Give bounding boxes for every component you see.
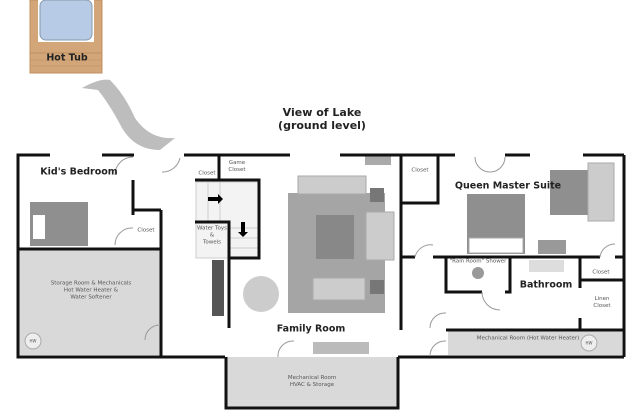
hot-tub-graphic: [29, 0, 103, 74]
hw-left-label: HW: [29, 338, 37, 344]
bath-closet-label: Closet: [592, 269, 610, 276]
master-closet-label: Closet: [411, 167, 429, 174]
hw-right-label: HW: [585, 340, 593, 346]
family-room-label: Family Room: [276, 323, 346, 335]
arrow-right-icon: [208, 194, 223, 204]
shuffleboard: [212, 260, 224, 316]
furniture: [30, 155, 615, 354]
arrow-down-icon: [238, 222, 248, 237]
kids-bedroom-label: Kid's Bedroom: [40, 166, 118, 178]
tv: [365, 155, 391, 165]
walls: [16, 153, 626, 410]
sofa-right: [365, 211, 395, 261]
sink: [529, 260, 564, 272]
end-table: [370, 188, 384, 202]
storage-room-fill: [19, 250, 160, 355]
rain-shower-label: "Rain Room" Shower: [449, 258, 507, 265]
bed-2: [550, 170, 592, 215]
hot-tub-label: Hot Tub: [46, 52, 88, 64]
stairs-step: [313, 342, 369, 354]
dresser: [538, 240, 566, 254]
walkway-path: [82, 79, 175, 150]
kids-closet-label: Closet: [137, 227, 155, 234]
view-title-line2: (ground level): [278, 119, 366, 132]
mechanical-room-right-label: Mechanical Room (Hot Water Heater): [476, 335, 580, 342]
mechanical-room-fill: [227, 357, 397, 407]
water-heater-right: [580, 334, 598, 352]
water-heater-left: [24, 332, 42, 350]
end-table: [370, 280, 384, 294]
bathroom-label: Bathroom: [519, 279, 573, 291]
water-toys-label: Water Toys&Towels: [197, 225, 227, 246]
sofa-top: [297, 175, 367, 195]
queen-master-suite-label: Queen Master Suite: [454, 180, 562, 192]
dining-table: [243, 276, 279, 312]
view-title-line1: View of Lake: [282, 106, 362, 119]
shower-drain: [472, 267, 484, 279]
sofa-master: [587, 162, 615, 222]
sofa-bottom: [312, 277, 366, 301]
door-swings: [114, 156, 616, 358]
stair-closet-label: Closet: [198, 170, 216, 177]
